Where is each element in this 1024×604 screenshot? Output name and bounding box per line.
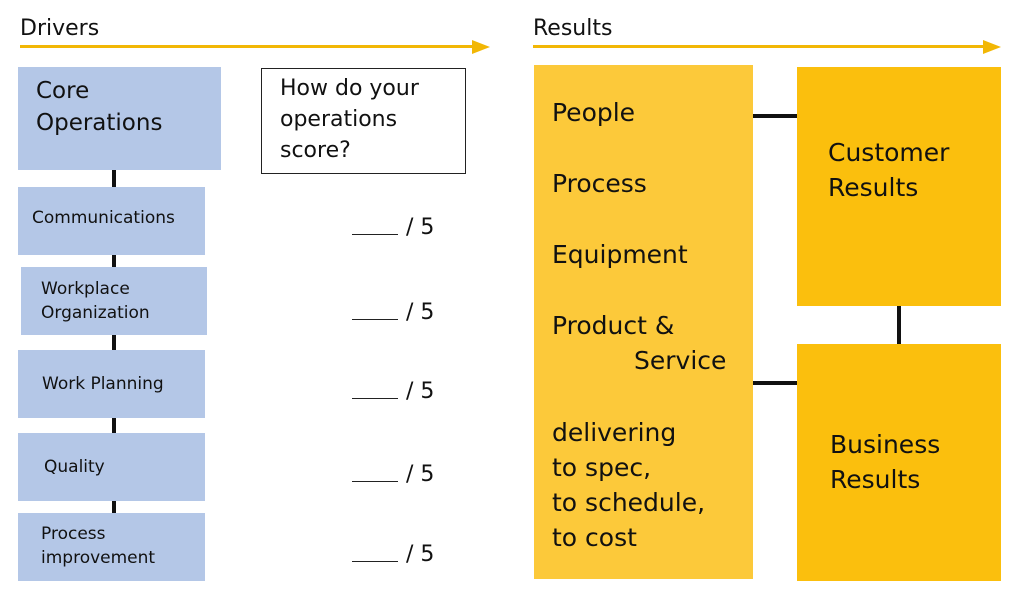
connector-business-results (752, 381, 798, 385)
score-quality[interactable]: / 5 (352, 457, 434, 487)
results-arrow-head (983, 40, 1001, 54)
driver-process-improvement: Process improvement (18, 513, 205, 581)
customer-results-label: Customer Results (828, 138, 950, 202)
driver-workplace-organization: Workplace Organization (21, 267, 207, 335)
factor-people: People (552, 98, 636, 127)
drivers-connector-line (112, 168, 116, 514)
factor-process: Process (552, 169, 647, 198)
driver-label: Process improvement (41, 524, 156, 568)
business-results-label: Business Results (830, 430, 941, 494)
driver-work-planning: Work Planning (18, 350, 205, 418)
score-denominator: / 5 (406, 300, 435, 325)
customer-results-box: Customer Results (797, 67, 1001, 306)
factor-product-line1: Product & (552, 311, 675, 340)
driver-communications: Communications (18, 187, 205, 255)
results-factors-box: People Process Equipment Product & Servi… (534, 65, 753, 579)
drivers-arrow-head (472, 40, 490, 54)
score-blank[interactable] (352, 398, 398, 399)
core-operations-box: Core Operations (18, 67, 221, 170)
factor-equipment: Equipment (552, 240, 688, 269)
score-denominator: / 5 (406, 215, 435, 240)
connector-customer-results (752, 114, 798, 118)
drivers-arrow (20, 45, 475, 48)
score-blank[interactable] (352, 561, 398, 562)
score-blank[interactable] (352, 319, 398, 320)
driver-label: Work Planning (42, 374, 164, 394)
factor-delivering: delivering to spec, to schedule, to cost (552, 418, 706, 552)
score-blank[interactable] (352, 481, 398, 482)
core-operations-label: Core Operations (36, 78, 163, 136)
connector-results-vertical (897, 305, 901, 345)
business-results-box: Business Results (797, 344, 1001, 581)
drivers-header: Drivers (20, 16, 100, 41)
score-work-planning[interactable]: / 5 (352, 374, 434, 404)
driver-quality: Quality (18, 433, 205, 501)
score-communications[interactable]: / 5 (352, 210, 434, 240)
factor-product-line2: Service (634, 346, 727, 375)
score-denominator: / 5 (406, 542, 435, 567)
score-process-improvement[interactable]: / 5 (352, 537, 434, 567)
driver-label: Workplace Organization (41, 279, 150, 323)
question-box: How do your operations score? (261, 68, 466, 174)
results-header: Results (533, 16, 613, 41)
score-denominator: / 5 (406, 379, 435, 404)
score-workplace-organization[interactable]: / 5 (352, 295, 434, 325)
score-denominator: / 5 (406, 462, 435, 487)
score-blank[interactable] (352, 234, 398, 235)
driver-label: Communications (32, 208, 175, 228)
driver-label: Quality (44, 457, 105, 477)
results-arrow (533, 45, 985, 48)
